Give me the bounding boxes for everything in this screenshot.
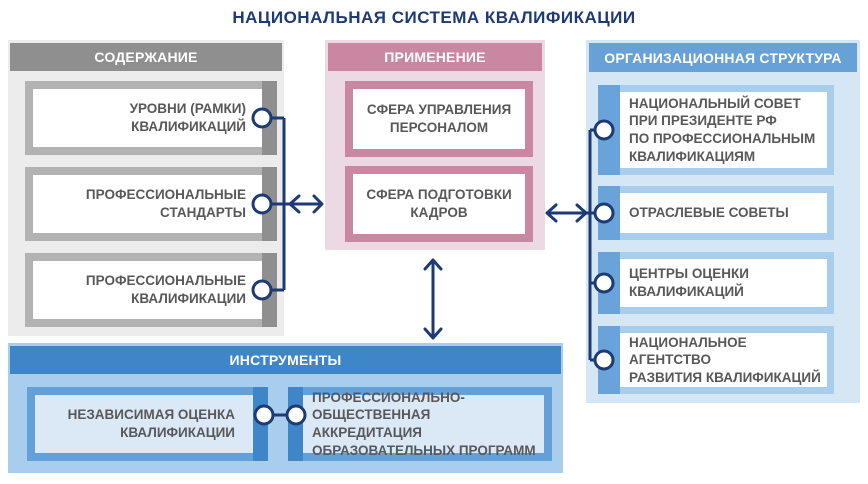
org-structure-block: ОРГАНИЗАЦИОННАЯ СТРУКТУРА НАЦИОНАЛЬНЫЙ С… xyxy=(586,40,860,403)
item-accent-band xyxy=(262,253,277,327)
item-accent-band xyxy=(262,167,277,241)
item-label: ЦЕНТРЫ ОЦЕНКИ КВАЛИФИКАЦИЙ xyxy=(629,266,749,299)
org-structure-header: ОРГАНИЗАЦИОННАЯ СТРУКТУРА xyxy=(589,43,857,72)
item-label: ПРОФЕССИОНАЛЬНЫЕ КВАЛИФИКАЦИИ xyxy=(85,273,246,306)
arrow-right-chevron-icon xyxy=(312,194,324,214)
item-accent-band xyxy=(288,387,303,461)
item-accent-band xyxy=(598,326,620,394)
diagram-title: НАЦИОНАЛЬНАЯ СИСТЕМА КВАЛИФИКАЦИИ xyxy=(232,8,636,27)
item-label: НАЦИОНАЛЬНЫЙ СОВЕТ ПРИ ПРЕЗИДЕНТЕ РФ ПО … xyxy=(629,95,816,164)
content-item-professional-qualifications: ПРОФЕССИОНАЛЬНЫЕ КВАЛИФИКАЦИИ xyxy=(25,253,277,327)
arrow-down-chevron-icon xyxy=(423,327,443,340)
application-block: ПРИМЕНЕНИЕ СФЕРА УПРАВЛЕНИЯ ПЕРСОНАЛОМ С… xyxy=(325,40,545,250)
tools-block: ИНСТРУМЕНТЫ НЕЗАВИСИМАЯ ОЦЕНКА КВАЛИФИКА… xyxy=(8,343,563,473)
item-label: УРОВНИ (РАМКИ) КВАЛИФИКАЦИЙ xyxy=(129,101,246,134)
tools-header: ИНСТРУМЕНТЫ xyxy=(10,346,561,374)
arrow-left-chevron-icon xyxy=(545,203,558,223)
item-label: ПРОФЕССИОНАЛЬНО- ОБЩЕСТВЕННАЯ АККРЕДИТАЦ… xyxy=(312,389,536,458)
content-header: СОДЕРЖАНИЕ xyxy=(10,43,282,71)
content-block: СОДЕРЖАНИЕ УРОВНИ (РАМКИ) КВАЛИФИКАЦИЙ П… xyxy=(8,40,284,336)
tools-item-accreditation: ПРОФЕССИОНАЛЬНО- ОБЩЕСТВЕННАЯ АККРЕДИТАЦ… xyxy=(288,387,552,461)
item-label: ОТРАСЛЕВЫЕ СОВЕТЫ xyxy=(629,205,789,221)
item-label: СФЕРА ПОДГОТОВКИ КАДРОВ xyxy=(366,187,512,220)
org-item-national-agency: НАЦИОНАЛЬНОЕ АГЕНТСТВО РАЗВИТИЯ КВАЛИФИК… xyxy=(598,326,834,394)
content-item-professional-standards: ПРОФЕССИОНАЛЬНЫЕ СТАНДАРТЫ xyxy=(25,167,277,241)
content-item-qualification-levels: УРОВНИ (РАМКИ) КВАЛИФИКАЦИЙ xyxy=(25,81,277,155)
item-accent-band xyxy=(598,252,620,314)
item-label: НЕЗАВИСИМАЯ ОЦЕНКА КВАЛИФИКАЦИИ xyxy=(67,407,235,440)
application-item-personnel-training: СФЕРА ПОДГОТОВКИ КАДРОВ xyxy=(345,166,533,242)
arrow-up-chevron-icon xyxy=(423,258,443,271)
item-accent-band xyxy=(598,186,620,240)
item-accent-band xyxy=(253,387,268,461)
org-item-assessment-centers: ЦЕНТРЫ ОЦЕНКИ КВАЛИФИКАЦИЙ xyxy=(598,252,834,314)
arrow-left-chevron-icon xyxy=(288,194,301,214)
item-label: СФЕРА УПРАВЛЕНИЯ ПЕРСОНАЛОМ xyxy=(366,102,512,135)
application-header: ПРИМЕНЕНИЕ xyxy=(328,43,542,71)
application-item-hr-management: СФЕРА УПРАВЛЕНИЯ ПЕРСОНАЛОМ xyxy=(345,81,533,157)
item-label: ПРОФЕССИОНАЛЬНЫЕ СТАНДАРТЫ xyxy=(85,187,246,220)
item-accent-band xyxy=(598,85,620,175)
arrow-right-chevron-icon xyxy=(575,203,588,223)
item-label: НАЦИОНАЛЬНОЕ АГЕНТСТВО РАЗВИТИЯ КВАЛИФИК… xyxy=(629,334,821,385)
item-accent-band xyxy=(262,81,277,155)
tools-item-independent-assessment: НЕЗАВИСИМАЯ ОЦЕНКА КВАЛИФИКАЦИИ xyxy=(27,387,268,461)
org-item-industry-councils: ОТРАСЛЕВЫЕ СОВЕТЫ xyxy=(598,186,834,240)
org-item-national-council: НАЦИОНАЛЬНЫЙ СОВЕТ ПРИ ПРЕЗИДЕНТЕ РФ ПО … xyxy=(598,85,834,175)
